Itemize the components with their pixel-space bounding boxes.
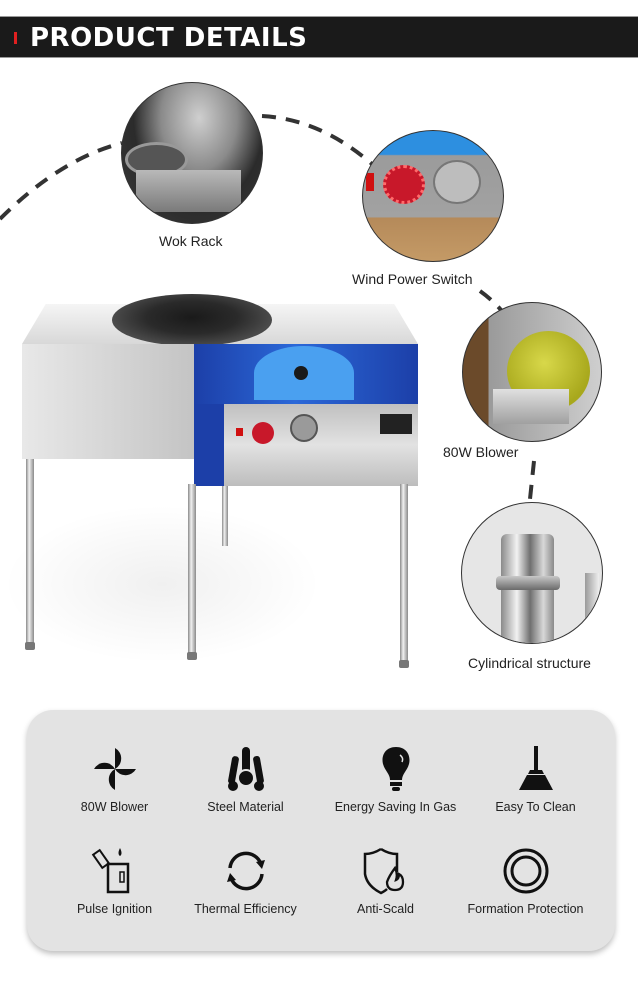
feature-label: Thermal Efficiency [194, 902, 297, 916]
callout-label: 80W Blower [443, 444, 519, 460]
gas-stove-product-image [2, 294, 422, 668]
feature-energy-saving: Energy Saving In Gas [322, 744, 469, 814]
callout-label: Cylindrical structure [468, 655, 591, 671]
control-panel [194, 344, 418, 486]
feature-easy-to-clean: Easy To Clean [462, 744, 609, 814]
feature-thermal-efficiency: Thermal Efficiency [172, 846, 319, 916]
product-details-diagram: Wok Rack Wind Power Switch 80W Blower Cy… [0, 59, 638, 709]
light-bulb-icon [382, 747, 409, 791]
feature-formation-protection: Formation Protection [452, 846, 599, 916]
feature-label: 80W Blower [80, 800, 149, 814]
feature-panel: 80W Blower Steel Material Energy Saving … [27, 710, 615, 951]
feature-label: Steel Material [207, 800, 284, 814]
concentric-rings-icon [503, 848, 548, 894]
feature-steel-material: Steel Material [172, 744, 319, 814]
shield-flame-icon [363, 847, 404, 895]
feature-label: Anti-Scald [357, 902, 414, 916]
callout-label: Wok Rack [159, 233, 223, 249]
feature-label: Formation Protection [467, 902, 584, 916]
burner [112, 294, 272, 346]
section-title: PRODUCT DETAILS [30, 23, 308, 53]
blower-photo [462, 302, 602, 442]
lighter-icon [91, 848, 129, 894]
section-header: PRODUCT DETAILS [0, 16, 638, 58]
pinwheel-fan-icon [93, 748, 136, 790]
feature-anti-scald: Anti-Scald [312, 846, 459, 916]
callout-label: Wind Power Switch [352, 271, 473, 287]
wind-power-switch-photo [362, 130, 504, 262]
feature-label: Easy To Clean [495, 800, 576, 814]
feature-label: Pulse Ignition [76, 902, 153, 916]
feature-80w-blower: 80W Blower [41, 744, 188, 814]
refresh-cycle-icon [226, 851, 265, 891]
cylindrical-structure-photo [461, 502, 603, 644]
broom-icon [518, 746, 553, 790]
feature-label: Energy Saving In Gas [334, 800, 457, 814]
header-accent-mark [14, 32, 17, 44]
steel-bars-icon [227, 747, 264, 791]
wok-rack-photo [121, 82, 263, 224]
feature-pulse-ignition: Pulse Ignition [41, 846, 188, 916]
